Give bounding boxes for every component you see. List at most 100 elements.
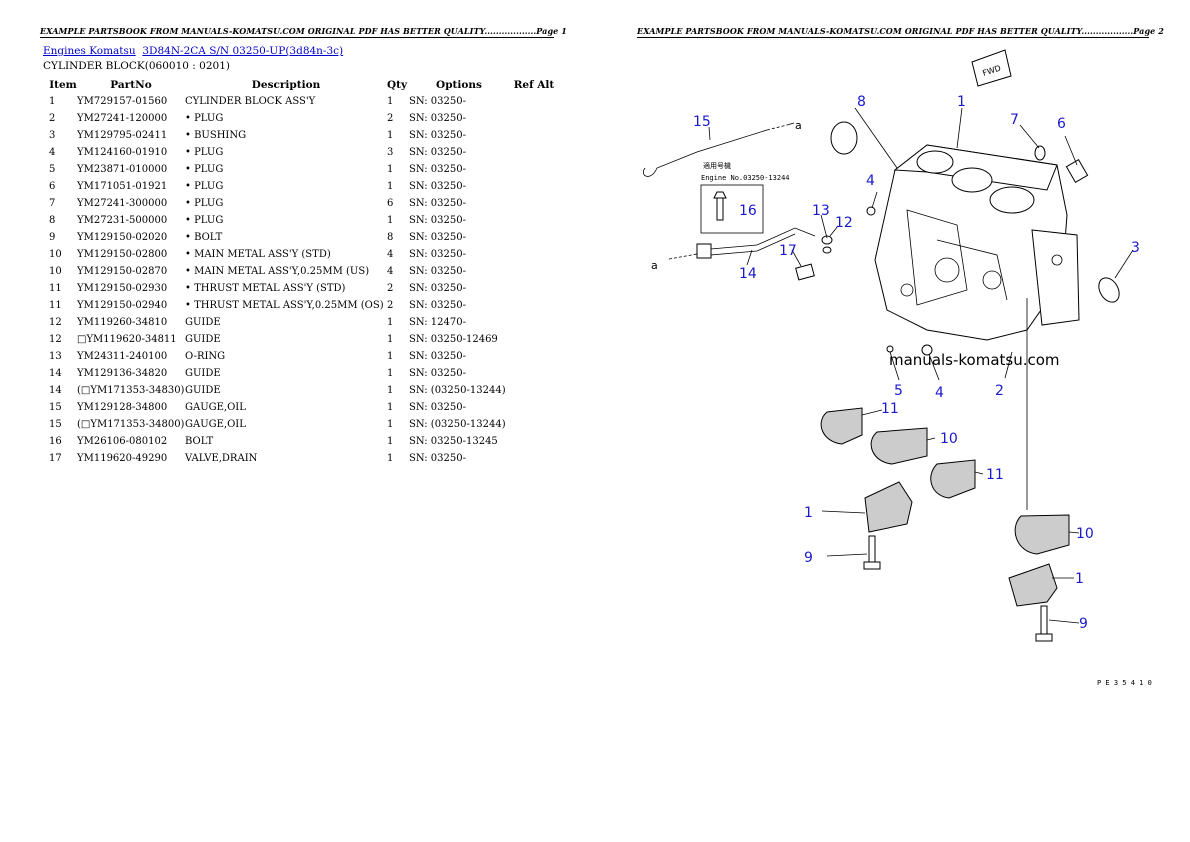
- cell-refalt: [509, 399, 559, 416]
- cell-options: SN: (03250-13244): [409, 419, 506, 430]
- cell-refalt: [509, 195, 559, 212]
- cell-item: 12: [49, 317, 62, 328]
- cell-description: VALVE,DRAIN: [185, 453, 258, 464]
- inset-detail: 適用号機 Engine No.03250-13244: [700, 161, 790, 234]
- cell-description: GAUGE,OIL: [185, 402, 246, 413]
- cell-refalt: [509, 161, 559, 178]
- cell-refalt: [509, 450, 559, 467]
- col-header-refalt: Ref Alt: [513, 78, 555, 91]
- cell-item: 15: [49, 419, 62, 430]
- cell-partno: YM27231-500000: [77, 215, 168, 226]
- cell-refalt: [509, 314, 559, 331]
- callout-9-left: 9: [804, 550, 813, 566]
- cell-item: 13: [49, 351, 62, 362]
- cell-options: SN: 03250-: [409, 453, 466, 464]
- cell-description: GUIDE: [185, 368, 221, 379]
- cell-item: 11: [49, 300, 62, 311]
- bolt-left-drawing: [863, 535, 881, 570]
- breadcrumb-link-model[interactable]: 3D84N-2CA S/N 03250-UP(3d84n-3c): [142, 45, 344, 57]
- cell-partno: YM129150-02870: [77, 266, 168, 277]
- callout-12: 12: [835, 215, 853, 231]
- cell-qty: 1: [387, 334, 394, 345]
- cell-partno: YM129128-34800: [77, 402, 168, 413]
- cell-description: • PLUG: [185, 198, 224, 209]
- cell-qty: 8: [387, 232, 394, 243]
- cell-partno: YM129795-02411: [77, 130, 168, 141]
- cell-options: SN: (03250-13244): [409, 385, 506, 396]
- cell-description: • THRUST METAL ASS'Y,0.25MM (OS): [185, 300, 384, 311]
- fwd-arrow-icon: FWD: [971, 49, 1012, 87]
- cell-refalt: [509, 144, 559, 161]
- cell-qty: 2: [387, 300, 394, 311]
- header-rule-right: [637, 37, 1149, 38]
- cell-item: 2: [49, 113, 56, 124]
- breadcrumb-link-engines[interactable]: Engines Komatsu: [43, 45, 136, 57]
- cell-item: 8: [49, 215, 56, 226]
- callout-6: 6: [1057, 116, 1066, 132]
- cell-refalt: [509, 297, 559, 314]
- cell-options: SN: 03250-: [409, 368, 466, 379]
- callout-8: 8: [857, 94, 866, 110]
- cell-description: O-RING: [185, 351, 226, 362]
- cell-options: SN: 03250-: [409, 402, 466, 413]
- cell-description: • PLUG: [185, 164, 224, 175]
- inset-label-engine: Engine No.03250-13244: [701, 174, 790, 182]
- cell-description: GUIDE: [185, 385, 221, 396]
- cell-refalt: [509, 178, 559, 195]
- cell-partno: □YM119620-34811: [77, 334, 177, 345]
- cell-refalt: [509, 416, 559, 433]
- main-cap-right-drawing: [1008, 563, 1058, 607]
- cell-partno: YM26106-080102: [77, 436, 168, 447]
- cell-partno: YM129150-02930: [77, 283, 168, 294]
- page-header-left: EXAMPLE PARTSBOOK FROM MANUALS-KOMATSU.C…: [40, 26, 567, 36]
- cell-item: 4: [49, 147, 56, 158]
- cell-refalt: [509, 212, 559, 229]
- drain-valve-drawing: [795, 263, 815, 281]
- cell-refalt: [509, 331, 559, 348]
- cell-options: SN: 03250-: [409, 198, 466, 209]
- main-metal-upper-drawing: [870, 427, 928, 465]
- cell-qty: 1: [387, 215, 394, 226]
- col-header-qty: Qty: [387, 78, 408, 91]
- cell-description: CYLINDER BLOCK ASS'Y: [185, 96, 316, 107]
- callout-9-right: 9: [1079, 616, 1088, 632]
- parts-diagram: FWD 適用号機 Engine No.03250-13244: [643, 49, 1152, 687]
- cell-item: 5: [49, 164, 56, 175]
- cylinder-block-drawing: [874, 144, 1080, 341]
- cell-description: GUIDE: [185, 317, 221, 328]
- callout-16: 16: [739, 203, 757, 219]
- cell-description: • BOLT: [185, 232, 223, 243]
- cell-partno: YM119260-34810: [77, 317, 168, 328]
- cell-options: SN: 03250-: [409, 283, 466, 294]
- cell-partno: YM129150-02940: [77, 300, 168, 311]
- cell-partno: (□YM171353-34830): [77, 385, 185, 396]
- cell-partno: YM124160-01910: [77, 147, 168, 158]
- table-row: 11 YM129150-02940 • THRUST METAL ASS'Y,0.2…: [43, 297, 559, 314]
- cell-item: 11: [49, 283, 62, 294]
- cell-description: • MAIN METAL ASS'Y,0.25MM (US): [185, 266, 370, 277]
- main-metal-right-drawing: [1014, 514, 1070, 555]
- plug-7-drawing: [1034, 145, 1046, 161]
- cell-qty: 1: [387, 385, 394, 396]
- cell-partno: (□YM171353-34800): [77, 419, 185, 430]
- cell-description: • PLUG: [185, 147, 224, 158]
- guide-drawing: [668, 227, 816, 260]
- cell-refalt: [509, 93, 559, 110]
- cell-description: • PLUG: [185, 215, 224, 226]
- breadcrumb: Engines Komatsu 3D84N-2CA S/N 03250-UP(3…: [43, 45, 343, 57]
- cell-options: SN: 03250-: [409, 147, 466, 158]
- callout-10-upper: 10: [940, 431, 958, 447]
- cell-refalt: [509, 246, 559, 263]
- cell-item: 12: [49, 334, 62, 345]
- cell-item: 14: [49, 368, 62, 379]
